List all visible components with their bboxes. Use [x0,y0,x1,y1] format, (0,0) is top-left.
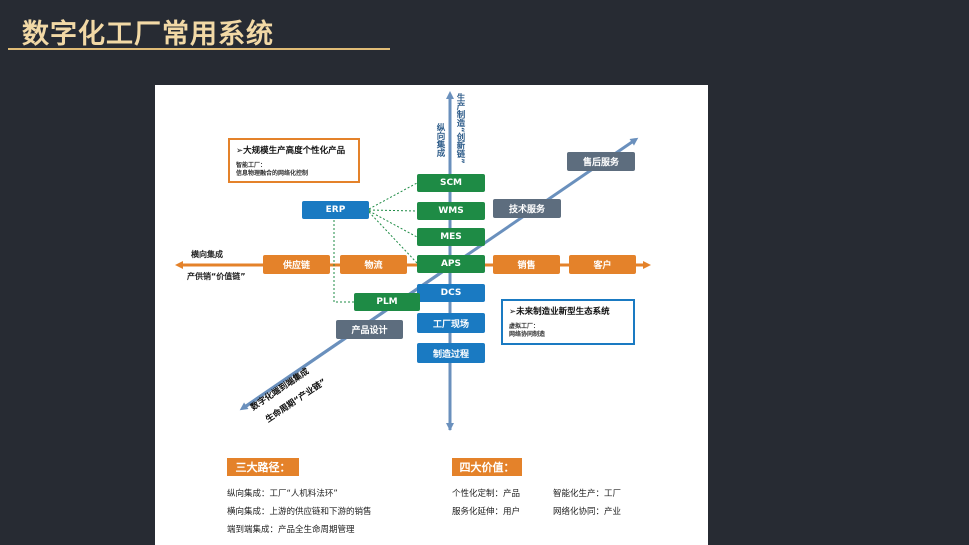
customer-node: 客户 [569,255,636,274]
value-item-2: 智能化生产：工厂 [553,489,622,499]
aps-node: APS [417,255,485,273]
tech-service-node: 技术服务 [493,199,561,218]
virtual-factory-line1: 虚拟工厂： [509,323,540,330]
product-design-node: 产品设计 [336,320,403,339]
path-item-3: 端到端集成：产品全生命周期管理 [227,525,355,535]
erp-connectors [333,182,418,303]
smart-factory-heading: ➢大规模生产高度个性化产品 [236,146,346,156]
virtual-factory-line2: 网络协同制造 [509,331,546,338]
virtual-factory-heading: ➢未来制造业新型生态系统 [509,307,610,317]
wms-node: WMS [417,202,485,220]
logistics-node: 物流 [340,255,407,274]
three-paths-badge: 三大路径： [227,458,299,476]
value-item-1: 个性化定制：产品 [452,489,521,499]
four-values-badge: 四大价值： [452,458,522,476]
supply-chain-node: 供应链 [263,255,330,274]
plm-node: PLM [354,293,420,311]
diagram-canvas: 生产制造“创新链” 纵向集成 横向集成 产供销“价值链” 数字化端到端集成 生命… [155,85,708,545]
title-underline [8,48,390,50]
dcs-node: DCS [417,284,485,302]
smart-factory-line1: 智能工厂： [236,162,267,169]
horizontal-axis-label: 横向集成 [191,250,223,259]
vertical-axis-label: 生产制造“创新链” [455,93,465,164]
horizontal-axis-sub-label: 产供销“价值链” [187,272,246,281]
scm-node: SCM [417,174,485,192]
vertical-side-label: 纵向集成 [435,123,445,157]
path-item-2: 横向集成：上游的供应链和下游的销售 [227,507,372,517]
after-sales-node: 售后服务 [567,152,635,171]
path-item-1: 纵向集成：工厂“人机料法环” [227,489,338,499]
erp-node: ERP [302,201,369,219]
mes-node: MES [417,228,485,246]
smart-factory-line2: 信息物理融合的网络化控制 [236,170,309,177]
value-item-4: 网络化协同：产业 [553,507,622,517]
virtual-factory-note: ➢未来制造业新型生态系统 虚拟工厂： 网络协同制造 [501,299,635,345]
page-title: 数字化工厂常用系统 [22,19,274,50]
smart-factory-note: ➢大规模生产高度个性化产品 智能工厂： 信息物理融合的网络化控制 [228,138,360,183]
value-item-3: 服务化延伸：用户 [452,507,521,517]
manufacturing-process-node: 制造过程 [417,343,485,363]
factory-site-node: 工厂现场 [417,313,485,333]
sales-node: 销售 [493,255,560,274]
